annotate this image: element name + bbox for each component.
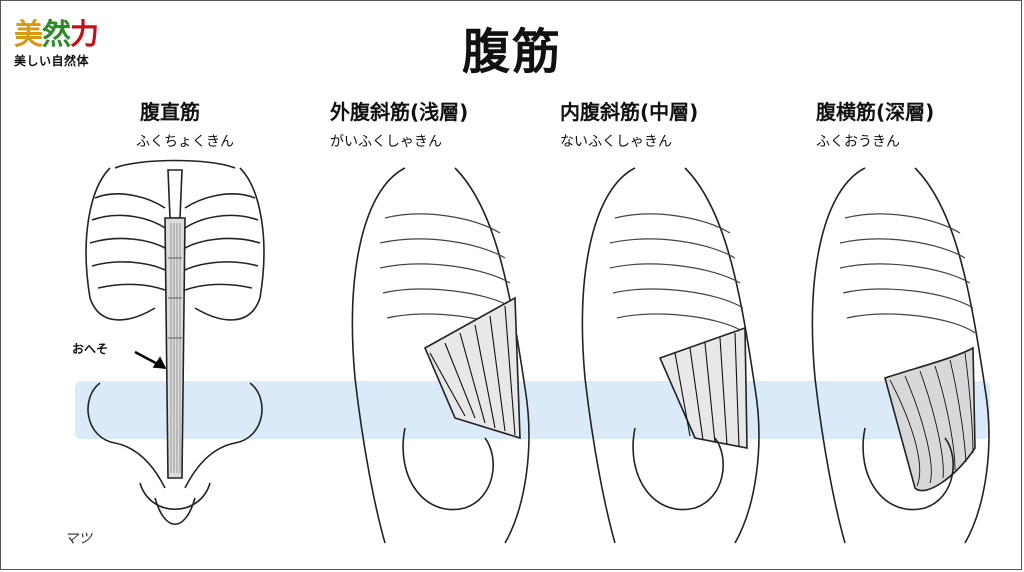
heading-rectus: 腹直筋 ふくちょくきん — [136, 96, 234, 151]
muscle-name: 腹横筋(深層) — [816, 100, 935, 124]
muscle-reading: ふくちょくきん — [136, 134, 234, 150]
illustration-external-oblique — [351, 167, 530, 544]
brand-logo: 美然力 美しい自然体 — [14, 18, 154, 69]
highlight-band — [75, 381, 990, 439]
muscle-name: 外腹斜筋(浅層) — [330, 100, 469, 124]
muscle-reading: がいふくしゃきん — [330, 134, 442, 150]
muscle-name: 内腹斜筋(中層) — [560, 100, 699, 124]
illustration-transversus-abdominis — [811, 167, 990, 544]
logo-kanji: 美然力 — [14, 18, 154, 50]
logo-subtitle: 美しい自然体 — [14, 54, 90, 68]
page-title: 腹筋 — [461, 24, 562, 80]
logo-char-1: 美 — [14, 17, 43, 51]
navel-label: おへそ — [72, 342, 109, 356]
heading-transversus: 腹横筋(深層) ふくおうきん — [816, 96, 934, 151]
illustration-rectus-abdominis — [85, 159, 265, 526]
muscle-reading: ないふくしゃきん — [560, 134, 672, 150]
heading-internal-oblique: 内腹斜筋(中層) ないふくしゃきん — [560, 96, 698, 151]
muscle-reading: ふくおうきん — [816, 134, 900, 150]
logo-char-3: 力 — [70, 17, 99, 51]
heading-external-oblique: 外腹斜筋(浅層) がいふくしゃきん — [330, 96, 468, 151]
logo-char-2: 然 — [42, 17, 71, 51]
illustration-internal-oblique — [581, 167, 760, 544]
muscle-name: 腹直筋 — [140, 100, 200, 124]
artist-signature: マツ — [64, 531, 92, 547]
